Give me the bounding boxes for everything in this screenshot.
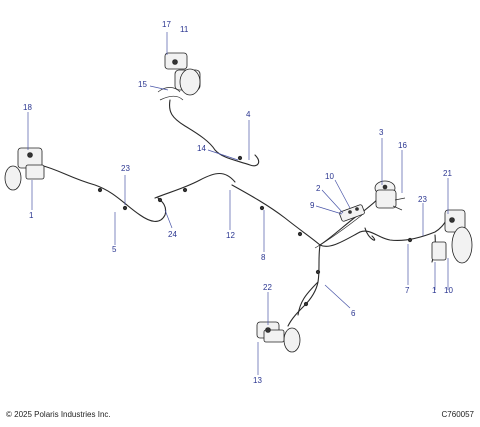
brake-line-upper bbox=[168, 99, 260, 167]
callout-1: 1 bbox=[29, 211, 34, 220]
callout-14: 14 bbox=[197, 144, 206, 153]
callout-23-left: 23 bbox=[121, 164, 130, 173]
brake-line-rear-2 bbox=[297, 281, 319, 316]
callout-5: 5 bbox=[112, 245, 117, 254]
callout-21: 21 bbox=[443, 169, 452, 178]
callout-24: 24 bbox=[168, 230, 177, 239]
callout-17: 17 bbox=[162, 20, 171, 29]
callout-4: 4 bbox=[246, 110, 251, 119]
brake-line-rear bbox=[287, 244, 321, 327]
callout-labels: 17 11 15 18 1 23 5 24 4 14 12 8 10 2 9 3… bbox=[23, 20, 453, 385]
callout-23-right: 23 bbox=[418, 195, 427, 204]
callout-10-right: 10 bbox=[444, 286, 453, 295]
master-cylinder bbox=[374, 180, 406, 211]
brake-line-left-front bbox=[39, 164, 167, 222]
callout-7: 7 bbox=[405, 286, 410, 295]
callout-16: 16 bbox=[398, 141, 407, 150]
brake-line-right-front bbox=[359, 217, 449, 242]
callout-3: 3 bbox=[379, 128, 384, 137]
callout-22: 22 bbox=[263, 283, 272, 292]
callout-6: 6 bbox=[351, 309, 356, 318]
brake-line-master-2 bbox=[314, 214, 363, 249]
figure-id: C760057 bbox=[441, 410, 474, 419]
junction-block bbox=[339, 204, 365, 222]
right-front-caliper bbox=[431, 209, 473, 264]
line-clips bbox=[97, 155, 413, 307]
leader-lines bbox=[27, 32, 449, 375]
callout-18: 18 bbox=[23, 103, 32, 112]
callout-2: 2 bbox=[316, 184, 321, 193]
brake-line-right-loop bbox=[364, 227, 376, 241]
callout-10-top: 10 bbox=[325, 172, 334, 181]
top-caliper-assembly bbox=[157, 52, 201, 101]
callout-13: 13 bbox=[253, 376, 262, 385]
callout-1-right: 1 bbox=[432, 286, 437, 295]
callout-15: 15 bbox=[138, 80, 147, 89]
callout-11: 11 bbox=[180, 25, 189, 34]
callout-8: 8 bbox=[261, 253, 266, 262]
copyright-notice: © 2025 Polaris Industries Inc. bbox=[6, 410, 111, 419]
left-front-caliper bbox=[4, 147, 45, 191]
callout-9: 9 bbox=[310, 201, 315, 210]
brake-line-left-front-2 bbox=[154, 172, 236, 199]
rear-caliper bbox=[256, 321, 301, 353]
brake-lines bbox=[39, 99, 449, 327]
brake-line-center bbox=[231, 184, 361, 247]
callout-12: 12 bbox=[226, 231, 235, 240]
